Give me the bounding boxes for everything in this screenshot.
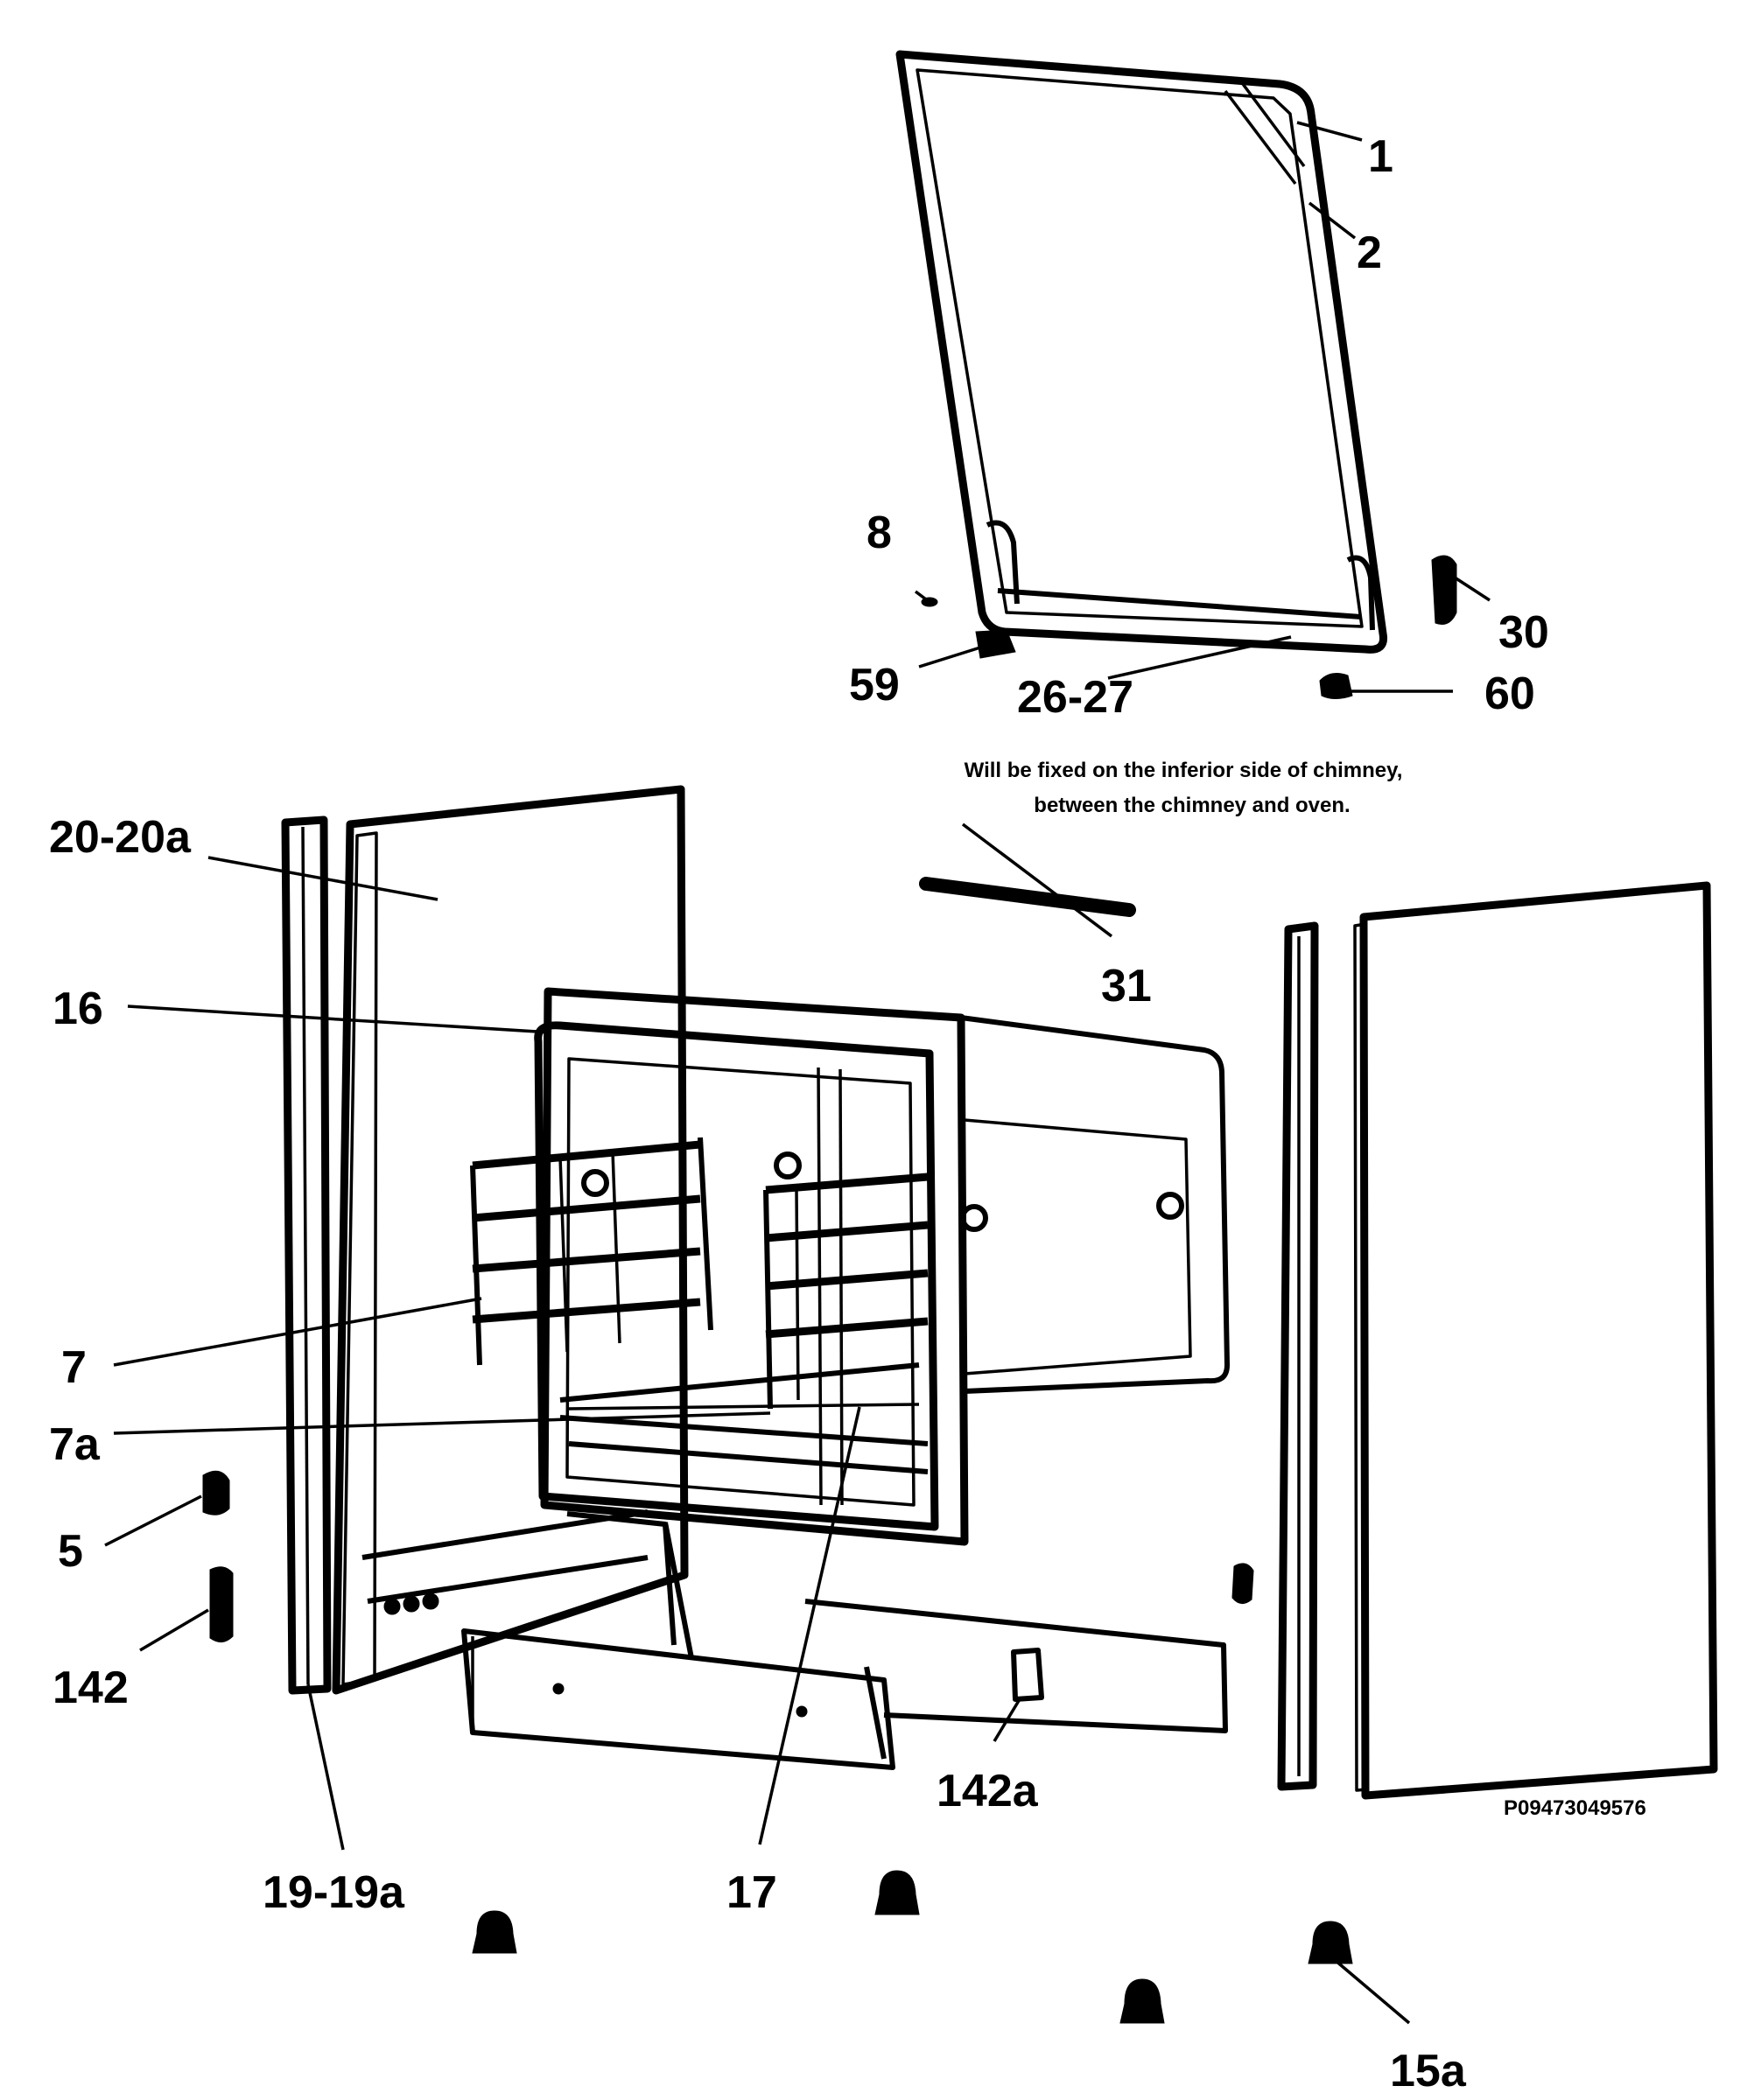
callout-8: 8 (866, 508, 892, 558)
right-side-panel (1353, 881, 1718, 1800)
callout-142: 142 (53, 1662, 129, 1713)
hinge-30 (1431, 555, 1457, 625)
callout-labels: 1 2 8 30 59 26-27 60 20-20a 31 16 7 7a 5… (49, 131, 1549, 2096)
callout-5: 5 (58, 1526, 83, 1577)
right-rail (1277, 921, 1319, 1791)
note-line-1: Will be fixed on the inferior side of ch… (965, 759, 1403, 782)
glass-door-frame (895, 50, 1388, 654)
callout-7a: 7a (49, 1419, 101, 1470)
installation-note: Will be fixed on the inferior side of ch… (965, 759, 1403, 817)
callout-1: 1 (1368, 131, 1393, 182)
callout-7: 7 (61, 1342, 87, 1393)
callout-2: 2 (1357, 228, 1382, 278)
oven-rack-7a (763, 1172, 929, 1410)
callout-15a: 15a (1390, 2046, 1467, 2096)
callout-20-20a: 20-20a (49, 812, 192, 863)
hinge-60 (1319, 673, 1353, 699)
base-plinth (461, 1522, 1254, 1770)
callout-31: 31 (1101, 961, 1152, 1012)
callout-30: 30 (1498, 607, 1549, 658)
foot-15a-right (1308, 1921, 1353, 1964)
callout-142a: 142a (937, 1766, 1039, 1816)
left-rail-19-19a (281, 816, 332, 1695)
callout-59: 59 (849, 660, 900, 710)
note-line-2: between the chimney and oven. (1034, 794, 1350, 817)
bottom-plate-17 (559, 1362, 920, 1410)
oven-cavity (534, 987, 1230, 1646)
gasket-31 (919, 822, 1136, 938)
callout-26-27: 26-27 (1017, 672, 1133, 723)
callout-19-19a: 19-19a (263, 1867, 405, 1918)
oven-rack-7 (470, 1137, 713, 1366)
callout-17: 17 (726, 1867, 777, 1918)
foot-15a-center (874, 1870, 920, 1915)
left-side-panel (332, 785, 689, 1695)
foot-15a-bottom (1119, 1978, 1165, 2024)
knob-5 (202, 1470, 230, 1516)
callout-60: 60 (1484, 668, 1535, 719)
callout-16: 16 (53, 984, 103, 1034)
reference-code: P09473049576 (1504, 1796, 1646, 1820)
foot-15a-left (472, 1910, 517, 1954)
leader-lines (104, 121, 1491, 2025)
knob-142 (209, 1566, 234, 1642)
